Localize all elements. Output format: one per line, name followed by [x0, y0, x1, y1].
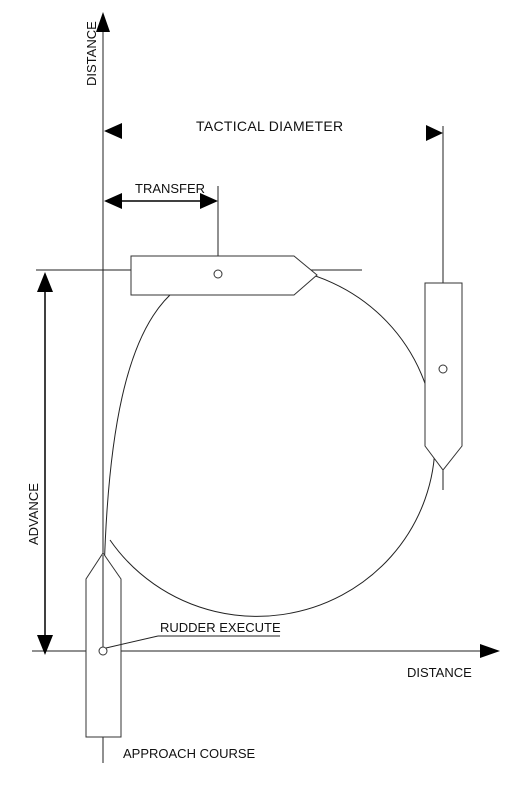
approach-course-label: APPROACH COURSE — [123, 746, 256, 761]
rudder-execute-leader — [105, 635, 159, 649]
tactical-diameter-right-arrow — [426, 125, 443, 141]
vertical-axis-arrowhead — [96, 12, 110, 32]
turning-circle-path — [102, 265, 436, 652]
advance-bottom-arrow — [37, 635, 53, 655]
tactical-diameter-left-arrow — [104, 123, 122, 139]
transfer-left-arrow — [104, 193, 122, 209]
ship-tactical-position — [424, 282, 463, 471]
advance-label: ADVANCE — [26, 483, 41, 545]
tactical-diameter-point — [438, 364, 448, 374]
transfer-right-arrow — [200, 193, 218, 209]
ship-transfer-position — [130, 255, 318, 296]
advance-top-arrow — [37, 272, 53, 292]
horizontal-axis-arrowhead — [480, 644, 500, 658]
tactical-diameter-label: TACTICAL DIAMETER — [196, 118, 343, 134]
transfer-label: TRANSFER — [135, 181, 205, 196]
vertical-axis-label: DISTANCE — [84, 21, 99, 86]
horizontal-axis-label: DISTANCE — [407, 665, 472, 680]
rudder-execute-label: RUDDER EXECUTE — [160, 620, 281, 635]
transfer-point — [213, 269, 223, 279]
rudder-execute-point — [98, 646, 108, 656]
